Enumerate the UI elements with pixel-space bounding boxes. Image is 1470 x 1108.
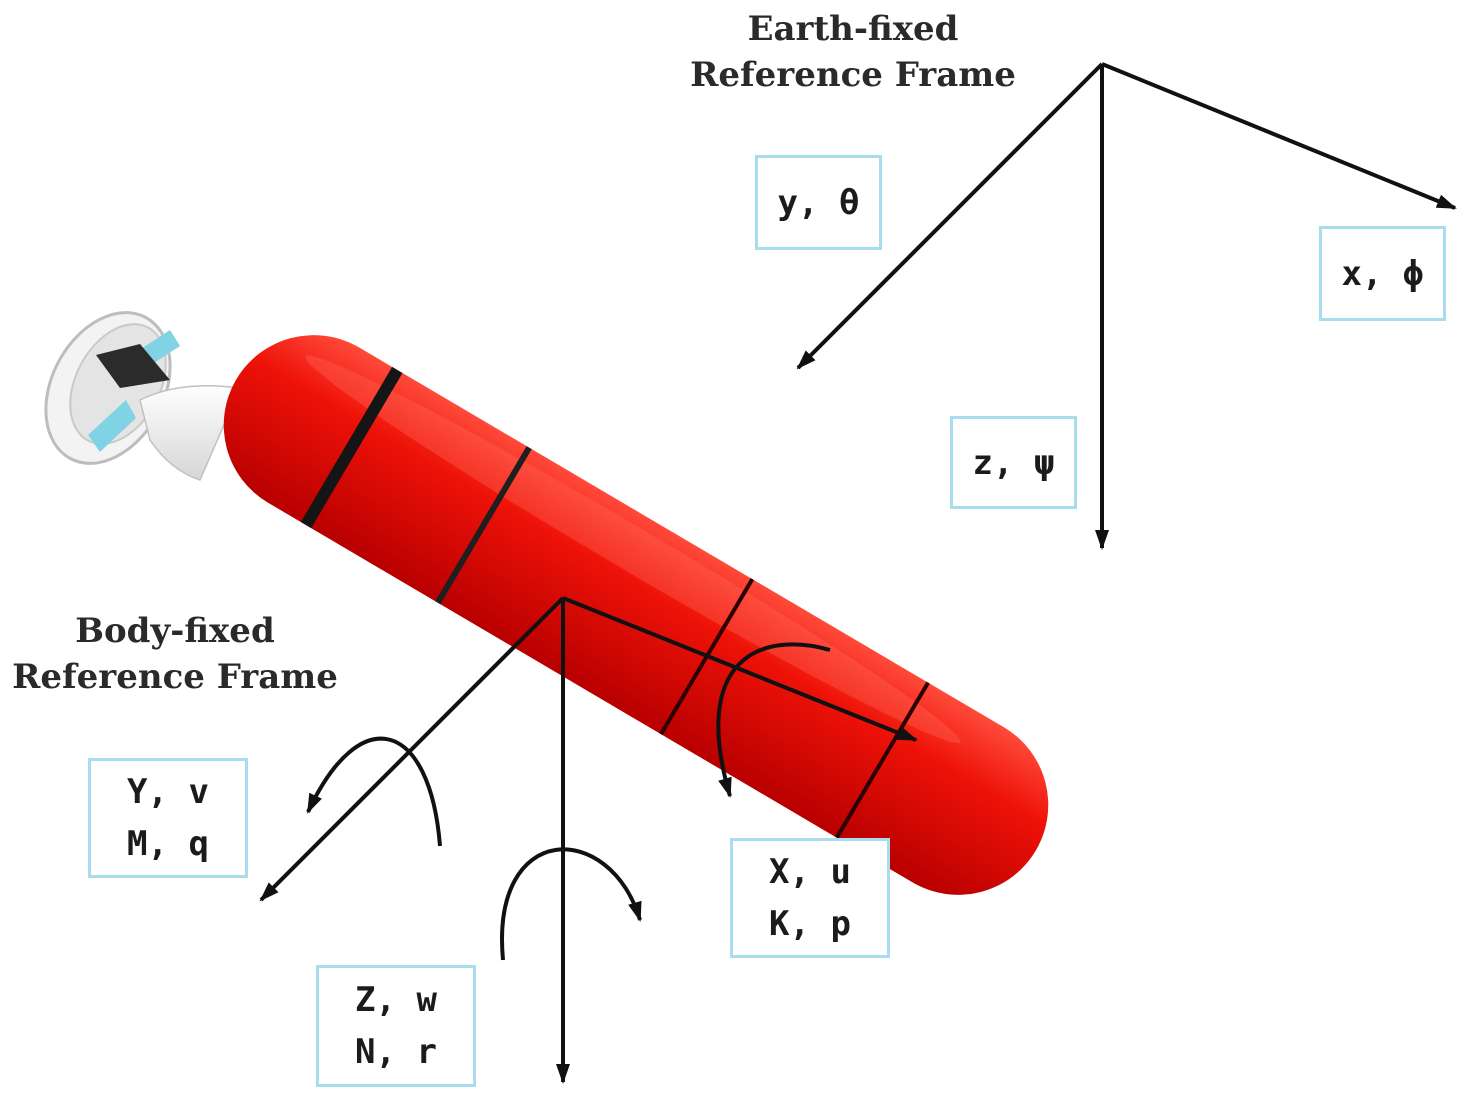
earth-y-label-text: y, θ — [777, 182, 860, 223]
body-y-force-text: Y, v — [127, 772, 209, 812]
roll-rotation-arrow — [716, 642, 831, 798]
body-y-label: Y, v M, q — [88, 758, 248, 878]
body-frame-title-line1: Body-fixed — [75, 611, 275, 651]
body-x-force-text: X, u — [769, 852, 851, 892]
earth-z-label-text: z, ψ — [972, 442, 1055, 483]
hull-band-4 — [835, 681, 930, 839]
earth-y-label: y, θ — [755, 155, 882, 250]
hull-band-2 — [435, 446, 532, 605]
earth-fixed-axes — [796, 62, 1457, 550]
stern-fin-lower — [88, 400, 136, 452]
body-y-moment-text: M, q — [127, 824, 209, 864]
hull-band-1 — [300, 366, 403, 529]
earth-x-label-text: x, ϕ — [1341, 253, 1424, 294]
yaw-rotation-arrow — [500, 847, 642, 961]
earth-frame-title-line2: Reference Frame — [690, 55, 1016, 95]
body-z-label: Z, w N, r — [316, 965, 476, 1087]
body-x-moment-text: K, p — [769, 904, 851, 944]
earth-frame-title-line1: Earth-fixed — [747, 9, 959, 49]
body-y-axis-arrow — [259, 596, 565, 902]
rotation-arrows — [306, 642, 831, 961]
hull-body — [223, 335, 1049, 895]
body-fixed-axes — [259, 596, 918, 1084]
body-frame-title: Body-fixed Reference Frame — [0, 608, 350, 700]
body-z-moment-text: N, r — [355, 1032, 437, 1072]
earth-z-label: z, ψ — [950, 416, 1077, 509]
earth-x-label: x, ϕ — [1319, 226, 1446, 321]
earth-x-axis-arrow — [1101, 62, 1457, 210]
propeller-hub — [96, 344, 170, 388]
earth-y-axis-arrow — [796, 62, 1104, 370]
pitch-rotation-arrow — [306, 736, 442, 847]
body-z-force-text: Z, w — [355, 980, 437, 1020]
body-x-label: X, u K, p — [730, 838, 890, 958]
earth-frame-title: Earth-fixed Reference Frame — [678, 6, 1028, 98]
body-x-axis-arrow — [562, 596, 918, 742]
body-frame-title-line2: Reference Frame — [12, 657, 338, 697]
